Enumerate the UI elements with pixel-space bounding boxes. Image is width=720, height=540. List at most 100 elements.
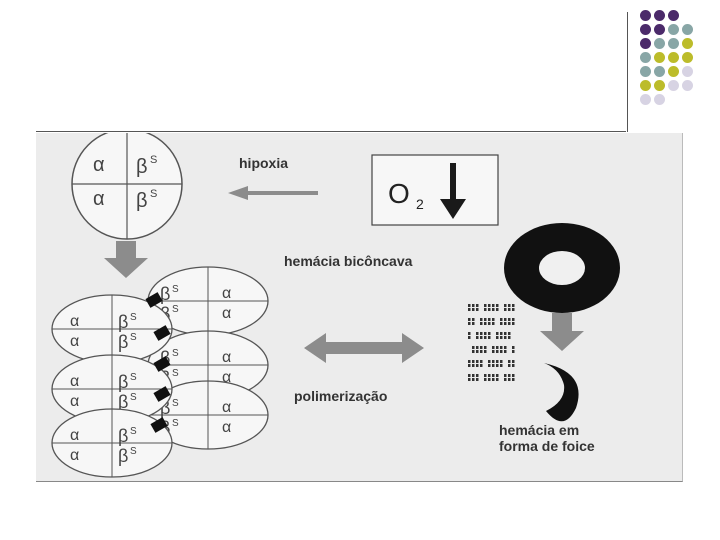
fiber-dot: [476, 304, 479, 307]
fiber-dot: [476, 308, 479, 311]
fiber-dot: [508, 378, 511, 381]
fiber-dot: [476, 364, 479, 367]
fiber-dot: [488, 322, 491, 325]
fiber-dot: [496, 378, 499, 381]
fiber-dot: [472, 360, 475, 363]
fiber-dot: [508, 322, 511, 325]
beta-subunit-label: β: [118, 392, 128, 412]
decorative-horizontal-line: [36, 131, 626, 132]
fiber-dot: [504, 374, 507, 377]
decorative-dot: [654, 38, 665, 49]
decorative-dot: [654, 66, 665, 77]
alpha-subunit-label: α: [93, 188, 105, 210]
fiber-dot: [492, 322, 495, 325]
fiber-dot: [512, 350, 515, 353]
fiber-dot: [472, 322, 475, 325]
fiber-dot: [488, 308, 491, 311]
fiber-dot: [504, 308, 507, 311]
decorative-dot: [682, 80, 693, 91]
decorative-dot: [654, 24, 665, 35]
decorative-dot-grid: [640, 10, 696, 120]
fiber-dot: [472, 378, 475, 381]
beta-subunit-label: β: [118, 426, 128, 446]
fiber-dot: [492, 378, 495, 381]
decorative-dot: [682, 24, 693, 35]
fiber-dot: [476, 378, 479, 381]
fiber-dot: [484, 318, 487, 321]
polymer-contact-icon: [153, 386, 171, 402]
beta-sup-label: S: [130, 312, 137, 323]
beta-sup-label: S: [172, 398, 179, 409]
polymer-contact-icon: [145, 292, 163, 308]
decorative-vertical-line: [627, 12, 628, 132]
fiber-dot: [500, 322, 503, 325]
fiber-dot: [512, 308, 515, 311]
fiber-dot: [468, 336, 471, 339]
down-arrow-icon: [104, 241, 148, 278]
fiber-dot: [512, 322, 515, 325]
fiber-dot: [512, 304, 515, 307]
decorative-dot: [668, 38, 679, 49]
polymer-fibers: [468, 304, 515, 381]
beta-sup-label: S: [150, 154, 157, 166]
fiber-dot: [492, 304, 495, 307]
double-arrow-icon: [304, 333, 424, 363]
decorative-dot: [654, 94, 665, 105]
fiber-dot: [480, 360, 483, 363]
fiber-dot: [472, 318, 475, 321]
fiber-dot: [496, 346, 499, 349]
fiber-dot: [500, 336, 503, 339]
fiber-dot: [480, 350, 483, 353]
beta-sup-label: S: [130, 446, 137, 457]
fiber-dot: [492, 350, 495, 353]
hemacia-foice-label-line2: forma de foice: [499, 438, 595, 454]
fiber-dot: [480, 336, 483, 339]
fiber-dot: [500, 350, 503, 353]
fiber-dot: [496, 336, 499, 339]
decorative-dot: [682, 38, 693, 49]
fiber-dot: [496, 364, 499, 367]
fiber-dot: [480, 364, 483, 367]
fiber-dot: [484, 336, 487, 339]
alpha-subunit-label: α: [70, 313, 79, 330]
fiber-dot: [504, 350, 507, 353]
decorative-dot: [640, 52, 651, 63]
alpha-subunit-label: α: [222, 369, 231, 386]
beta-subunit-label: β: [118, 446, 128, 466]
decorative-dot: [640, 38, 651, 49]
fiber-dot: [472, 308, 475, 311]
fiber-dot: [508, 308, 511, 311]
beta-subunit-label: β: [160, 398, 170, 418]
fiber-dot: [484, 374, 487, 377]
beta-sup-label: S: [130, 426, 137, 437]
polymer-contact-icon: [150, 417, 168, 433]
fiber-dot: [488, 364, 491, 367]
fiber-dot: [500, 318, 503, 321]
alpha-subunit-label: α: [222, 399, 231, 416]
fiber-dot: [508, 374, 511, 377]
beta-subunit-label: β: [118, 332, 128, 352]
alpha-subunit-label: α: [93, 154, 105, 176]
fiber-dot: [500, 364, 503, 367]
decorative-dot: [640, 10, 651, 21]
fiber-dot: [496, 374, 499, 377]
fiber-dot: [472, 374, 475, 377]
fiber-dot: [508, 332, 511, 335]
decorative-dot: [668, 80, 679, 91]
beta-subunit-label: β: [118, 312, 128, 332]
fiber-dot: [468, 332, 471, 335]
alpha-subunit-label: α: [70, 427, 79, 444]
hemacia-foice-label-line1: hemácia em: [499, 422, 579, 438]
fiber-dot: [512, 360, 515, 363]
fiber-dot: [492, 318, 495, 321]
beta-subunit-label: β: [160, 284, 170, 304]
fiber-dot: [508, 364, 511, 367]
hipoxia-label: hipoxia: [239, 155, 288, 171]
alpha-subunit-label: α: [70, 333, 79, 350]
beta-subunit-label: β: [136, 156, 148, 178]
fiber-dot: [496, 350, 499, 353]
fiber-dot: [504, 322, 507, 325]
fiber-dot: [508, 360, 511, 363]
decorative-dot: [668, 10, 679, 21]
hemoglobin-polymer: βSαβSαβSαβSαβSαβSααβSαβSαβSαβSαβSαβS: [51, 266, 269, 478]
